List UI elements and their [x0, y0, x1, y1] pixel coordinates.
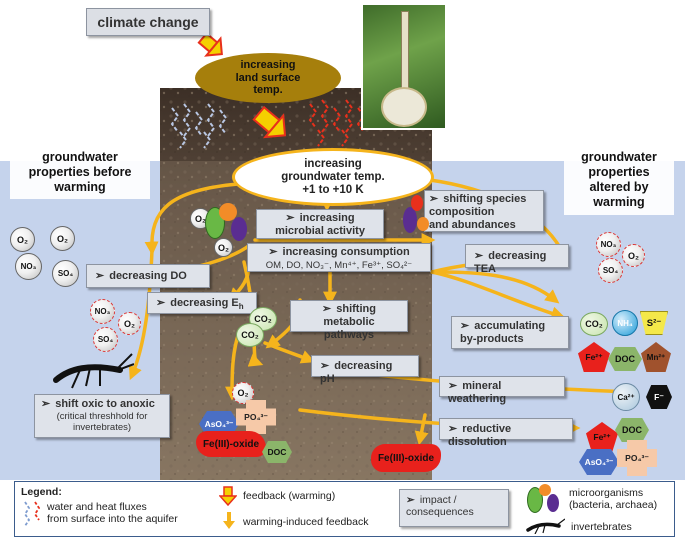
so4-molecule-right: SO₄ — [598, 258, 623, 283]
so4-molecule-left: SO₄ — [52, 260, 79, 287]
o2-molecule-left-2: O₂ — [50, 226, 75, 251]
legend-microorganisms: microorganisms (bacteria, archaea) — [569, 487, 658, 511]
legend-title: Legend: — [21, 486, 62, 498]
legend: Legend: water and heat fluxes from surfa… — [14, 481, 675, 537]
arrow-to-left — [144, 182, 240, 256]
legend-invertebrate-icon — [526, 518, 565, 534]
legend-impact-box: ➢impact / consequences — [399, 489, 509, 527]
legend-microorganisms-icon — [527, 484, 563, 514]
decreasing-do-box: ➢decreasing DO — [86, 264, 210, 288]
ca2-molecule-right: Ca²⁺ — [612, 383, 640, 411]
legend-feedback: feedback (warming) — [243, 490, 336, 502]
legend-warming-feedback: warming-induced feedback — [243, 516, 369, 528]
legend-fluxes: water and heat fluxes from surface into … — [47, 501, 178, 525]
water-flux-arrows — [170, 103, 228, 149]
shift-oxic-anoxic-box: ➢shift oxic to anoxic (critical threshho… — [34, 394, 170, 438]
title-before-warming: groundwater properties before warming — [28, 150, 132, 194]
decreasing-tea-box: ➢decreasing TEA — [465, 244, 569, 275]
land-surface-temp-ellipse: increasing land surface temp. — [195, 53, 341, 103]
no3-molecule-left: NO₃ — [15, 253, 42, 280]
doc-hexagon-center: DOC — [262, 441, 292, 463]
reductive-dissolution-box: ➢reductive dissolution — [439, 418, 573, 448]
fe3-oxide-blob-right: Fe(III)-oxide — [371, 444, 441, 472]
feedback-arrow-top — [197, 32, 223, 57]
accumulating-box: ➢accumulating by-products — [451, 316, 569, 349]
decreasing-ph-box: ➢decreasing pH — [311, 355, 419, 385]
o2-molecule-left-1: O₂ — [10, 227, 35, 252]
f-hexagon-right: F⁻ — [646, 385, 672, 409]
shifting-species-box: ➢shifting species composition and abunda… — [424, 190, 544, 232]
shifting-metabolic-box: ➢shifting metabolic pathways — [290, 300, 408, 341]
microorganisms-icon-center — [205, 203, 249, 243]
doc-hexagon-right-bottom: DOC — [615, 418, 649, 442]
feedback-arrow-middle — [252, 105, 287, 139]
co2-molecule-2: CO₂ — [236, 323, 264, 347]
o2-molecule-bottom: O₂ — [232, 382, 254, 404]
thermometer-photo — [361, 3, 447, 130]
microbial-activity-box: ➢increasing microbial activity — [256, 209, 384, 239]
no3-molecule-right: NO₃ — [596, 232, 621, 257]
title-after-warming: groundwater properties altered by warmin… — [581, 150, 657, 209]
climate-change-box: climate change — [86, 8, 210, 36]
feedback-arrow-icon — [219, 486, 237, 506]
so4-molecule-dashed: SO₄ — [93, 327, 118, 352]
flux-squiggle-icon — [23, 501, 41, 527]
o2-molecule-right: O₂ — [622, 244, 645, 267]
increasing-consumption-box: ➢increasing consumption OM, DO, NO₃⁻, Mn… — [247, 243, 431, 272]
doc-hexagon-right: DOC — [608, 347, 642, 371]
groundwater-temp-ellipse: increasing groundwater temp. +1 to +10 K — [232, 148, 434, 206]
legend-invertebrates: invertebrates — [571, 521, 632, 533]
land-surface-temp-label: increasing land surface temp. — [235, 59, 301, 97]
decreasing-eh-box: ➢decreasing Eh — [147, 292, 257, 314]
mineral-weathering-box: ➢mineral weathering — [439, 376, 565, 405]
aso4-hexagon-right: AsO₄³⁻ — [579, 449, 619, 475]
fe3-oxide-blob-center: Fe(III)-oxide — [196, 431, 266, 457]
no3-molecule-dashed: NO₃ — [90, 299, 115, 324]
o2-molecule-dashed: O₂ — [118, 312, 141, 335]
invertebrate-icon — [53, 353, 134, 389]
microorganisms-icon-right — [401, 195, 431, 235]
o2-molecule-center-2: O₂ — [214, 238, 233, 257]
nh4-molecule-right: NH₄ — [612, 310, 638, 336]
warming-feedback-arrow-icon — [223, 512, 235, 529]
co2-molecule-right: CO₂ — [580, 312, 608, 336]
thermometer-dial-icon — [381, 87, 427, 127]
